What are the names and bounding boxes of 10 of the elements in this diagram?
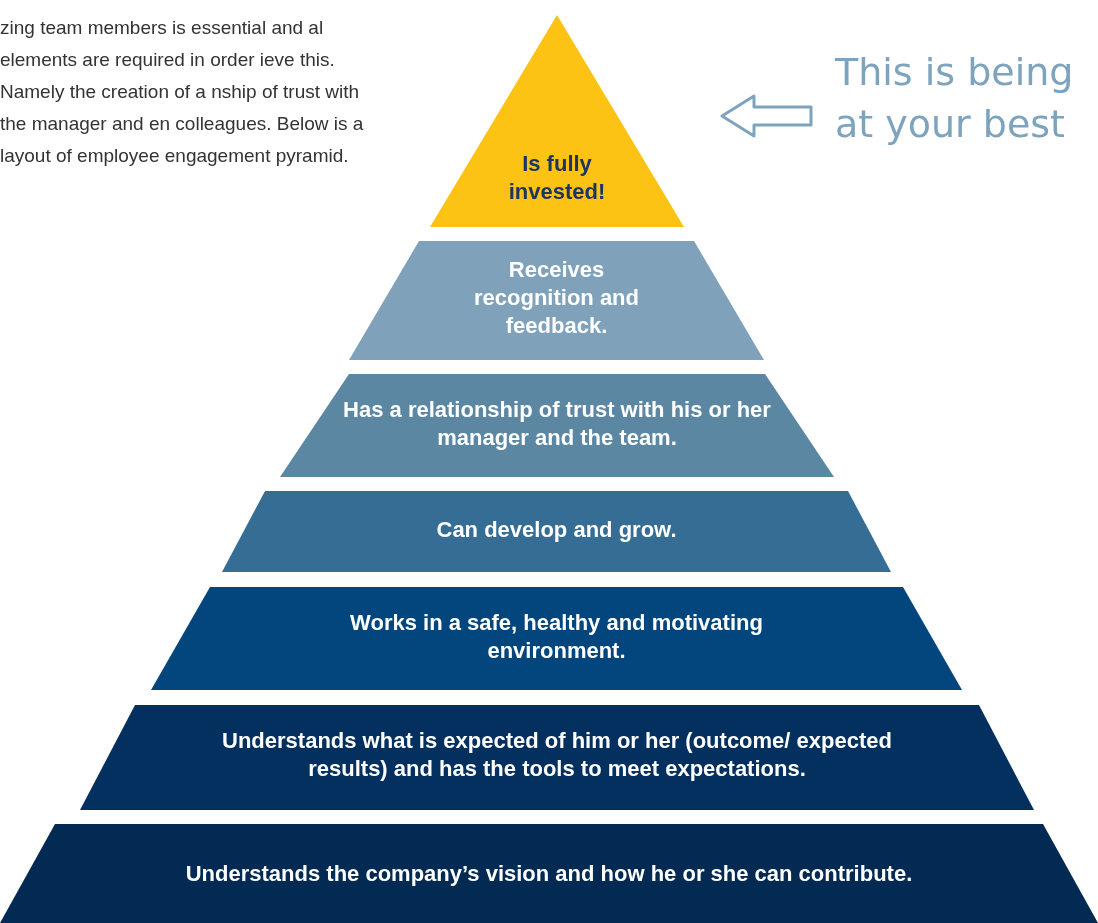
intro-paragraph: zing team members is essential and al elements are required in order ieve this. Namely the creation of a nship of trust with the manager and en colleagues. Below is a layout of employee engagement pyramid. bbox=[0, 16, 365, 168]
layer-text: Works in a safe, healthy and motivating environment. bbox=[349, 609, 764, 665]
layer-text: Can develop and grow. bbox=[435, 516, 678, 544]
layer-text: Receives recognition and feedback. bbox=[473, 256, 640, 340]
layer-text: Understands what is expected of him or her (outcome/ expected results) and has the tools to meet expectations. bbox=[221, 727, 893, 783]
layer-text: Understands the company’s vision and how he or she can contribute. bbox=[184, 860, 914, 888]
layer-text: Is fully invested! bbox=[507, 150, 607, 206]
hollow-arrow bbox=[720, 94, 813, 138]
layer-text: Has a relationship of trust with his or her manager and the team. bbox=[342, 396, 772, 452]
handwritten-note: This is being at your best bbox=[834, 49, 1075, 148]
